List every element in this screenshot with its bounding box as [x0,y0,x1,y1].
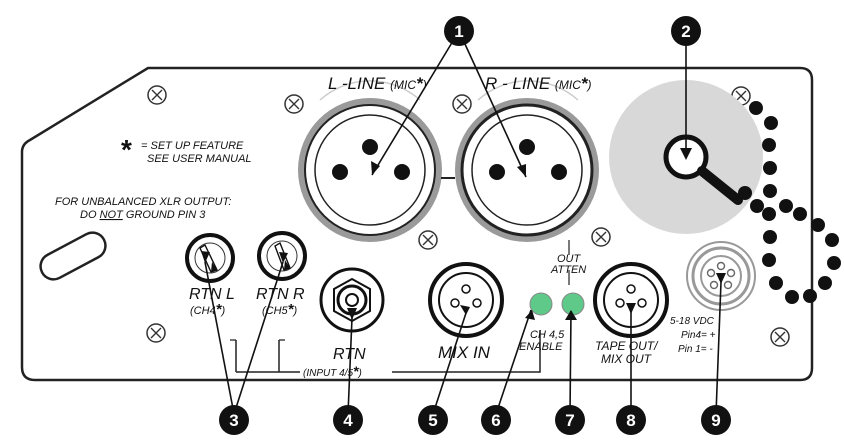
rtn-l-knob[interactable] [185,233,235,283]
rtn-l-label: RTN L [189,286,235,303]
rtn-r-label: RTN R [256,286,305,303]
callout-1: 1 [444,16,474,46]
callout-6: 6 [481,405,511,435]
setup-line2: SEE USER MANUAL [147,153,252,165]
pin1-label: Pin 1= - [678,344,713,355]
setup-line1: = SET UP FEATURE [141,140,244,152]
leader-lines [204,30,722,415]
unbalanced-line2: DO NOT GROUND PIN 3 [80,209,206,221]
tape-out-label: TAPE OUT/ [595,339,659,353]
bead-chain [738,101,841,304]
svg-text:1: 1 [454,22,463,41]
vdc-label: 5-18 VDC [670,316,715,327]
callout-8: 8 [616,405,646,435]
rtn-r-knob[interactable] [257,231,307,281]
callout-7: 7 [555,405,585,435]
ch5-label: (CH5*) [262,301,298,318]
screw-icon [770,327,790,347]
svg-text:6: 6 [491,411,500,430]
r-line-label: R - LINE (MIC*) [485,74,592,93]
rtn-label: RTN [333,346,366,363]
screw-icon [146,323,166,343]
svg-text:2: 2 [681,22,690,41]
setup-star: * [121,134,132,165]
callout-9: 9 [701,405,731,435]
screw-icon [452,94,472,114]
unbalanced-line1: FOR UNBALANCED XLR OUTPUT: [55,196,231,208]
svg-text:3: 3 [229,411,238,430]
out-atten-led [561,292,585,316]
svg-text:4: 4 [343,411,353,430]
screw-icon [284,94,304,114]
out-label: OUT [557,253,582,265]
mix-in-connector[interactable] [428,262,504,338]
svg-text:8: 8 [626,411,635,430]
ch4-label: (CH4*) [190,301,226,318]
xlr-r-connector[interactable] [455,80,599,242]
svg-text:9: 9 [711,411,720,430]
atten-label: ATTEN [550,264,586,276]
screw-icon [147,85,167,105]
mounting-slot [39,231,107,281]
l-line-label: L -LINE (MIC*) [328,74,427,93]
mix-in-label: MIX IN [438,343,491,362]
input45-label: (INPUT 4/5*) [303,363,362,379]
mix-out-label: MIX OUT [601,352,653,366]
xlr-l-connector[interactable] [298,80,442,242]
enable-label: ENABLE [519,341,563,353]
svg-text:5: 5 [428,411,437,430]
callout-4: 4 [333,405,363,435]
screw-icon [591,227,611,247]
ch45-enable-led [529,292,553,316]
pin4-label: Pin4= + [681,330,716,341]
callout-3: 3 [219,405,249,435]
callout-5: 5 [418,405,448,435]
input45-bracket [235,330,541,373]
svg-text:7: 7 [565,411,574,430]
screw-icon [418,230,438,250]
callout-2: 2 [671,16,701,46]
ch45-label: CH 4,5 [530,329,565,341]
